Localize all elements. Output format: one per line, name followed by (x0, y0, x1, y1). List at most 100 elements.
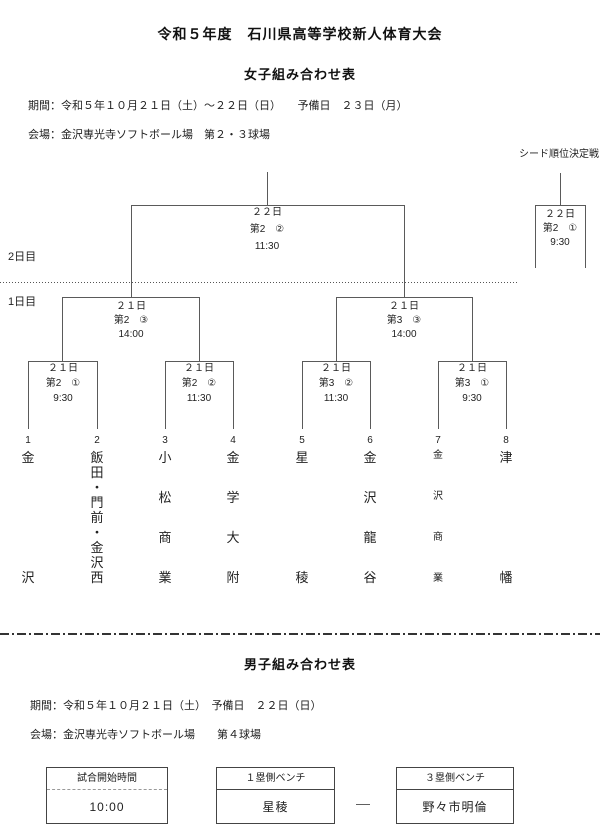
match-field: 第3 ③ (386, 315, 422, 326)
team-column-7: 7 金沢商業 (429, 434, 447, 584)
bracket-line-r1m1-left (28, 361, 29, 429)
bracket-line-r1m3-bar (302, 361, 371, 362)
bracket-line-r1m4-right (506, 361, 507, 429)
match-field: 第3 ① (454, 378, 490, 389)
match-date: ２１日 (321, 363, 351, 374)
bracket-line-r1m2-left (165, 361, 166, 429)
bracket-line-r1m1-bar (28, 361, 98, 362)
team-number: 7 (435, 435, 441, 446)
team-name: 金沢龍谷 (363, 450, 377, 585)
day1-label: 1日目 (8, 296, 37, 308)
team-number: 6 (367, 435, 373, 446)
team-number: 1 (25, 435, 31, 446)
team-column-8: 8 津幡 (497, 434, 515, 584)
team-column-5: 5 星稜 (293, 434, 311, 584)
bracket-line-final-right (404, 205, 405, 297)
bracket-line-final-connector (267, 172, 268, 205)
match-field: 第2 ③ (113, 315, 149, 326)
day-separator-line (0, 282, 518, 283)
bracket-line-r1m2-bar (165, 361, 234, 362)
match-field: 第3 ② (318, 378, 354, 389)
bracket-line-r1m2-right (233, 361, 234, 429)
start-time-value: 10:00 (89, 799, 125, 814)
match-date: ２１日 (48, 363, 78, 374)
bracket-line-seed-connector (560, 173, 561, 205)
semifinal2-box: ２１日 第3 ③ 14:00 (364, 300, 444, 342)
match-date: ２２日 (252, 207, 282, 218)
bracket-line-semi2-left (336, 297, 337, 361)
seed-match-box: ２２日 第2 ① 9:30 (525, 208, 595, 250)
page-title: 令和５年度 石川県高等学校新人体育大会 (157, 26, 443, 42)
match-time: 9:30 (550, 237, 570, 248)
bench1-team: 星稜 (262, 800, 289, 814)
match-field: 第2 ② (181, 378, 217, 389)
women-period: 期間：令和５年１０月２１日（土）～２２日（日） 予備日 ２３日（月） (28, 100, 408, 112)
team-name: 星稜 (295, 450, 309, 585)
men-subtitle: 男子組み合わせ表 (243, 657, 356, 672)
team-column-4: 4 金学大附 (224, 434, 242, 584)
bracket-line-seed-bar (535, 205, 586, 206)
bracket-line-seed-left (535, 205, 536, 268)
match-time: 11:30 (186, 393, 212, 404)
bracket-line-final-left (131, 205, 132, 297)
match-time: 14:00 (118, 329, 144, 340)
bench3-header: ３塁側ベンチ (397, 768, 513, 790)
match-field: 第2 ① (45, 378, 81, 389)
round1-match2-box: ２１日 第2 ② 11:30 (159, 361, 239, 406)
women-subtitle: 女子組み合わせ表 (243, 67, 356, 82)
team-name: 金沢商業 (433, 450, 443, 584)
bracket-line-semi2-right (472, 297, 473, 361)
match-date: ２２日 (545, 209, 575, 220)
match-time: 11:30 (254, 241, 280, 252)
bench3-team: 野々市明倫 (422, 800, 488, 814)
start-time-box: 試合開始時間 10:00 (46, 767, 168, 824)
team-number: 4 (230, 435, 236, 446)
seed-match-label: シード順位決定戦 (519, 149, 599, 160)
team-number: 3 (162, 435, 168, 446)
bench1-header: １塁側ベンチ (217, 768, 334, 790)
team-name: 津幡 (499, 450, 513, 585)
section-divider-line (0, 633, 600, 635)
bracket-line-r1m4-bar (438, 361, 507, 362)
team-column-2: 2 飯田・門前・金沢西 (88, 434, 106, 584)
match-date: ２１日 (184, 363, 214, 374)
match-date: ２１日 (457, 363, 487, 374)
match-field: 第2 ① (542, 223, 578, 234)
start-time-header: 試合開始時間 (47, 768, 167, 790)
men-venue: 会場：金沢専光寺ソフトボール場 第４球場 (30, 729, 261, 741)
match-date: ２１日 (389, 301, 419, 312)
round1-match3-box: ２１日 第3 ② 11:30 (296, 361, 376, 406)
bench3-box: ３塁側ベンチ 野々市明倫 (396, 767, 514, 824)
team-name: 小松商業 (158, 450, 172, 585)
semifinal1-box: ２１日 第2 ③ 14:00 (91, 300, 171, 342)
match-date: ２１日 (116, 301, 146, 312)
final-match-box: ２２日 第2 ② 11:30 (227, 204, 307, 255)
match-field: 第2 ② (249, 224, 285, 235)
team-column-3: 3 小松商業 (156, 434, 174, 584)
match-time: 14:00 (391, 329, 417, 340)
women-venue: 会場：金沢専光寺ソフトボール場 第２・３球場 (28, 129, 270, 141)
round1-match4-box: ２１日 第3 ① 9:30 (432, 361, 512, 406)
match-time: 9:30 (53, 393, 73, 404)
bracket-line-semi2-bar (336, 297, 473, 298)
team-name: 飯田・門前・金沢西 (90, 450, 104, 585)
team-name: 金沢 (21, 450, 35, 585)
bracket-line-seed-right (585, 205, 586, 268)
team-number: 5 (299, 435, 305, 446)
bracket-line-r1m4-left (438, 361, 439, 429)
team-number: 2 (94, 435, 100, 446)
bracket-line-final-bar (131, 205, 405, 206)
team-name: 金学大附 (226, 450, 240, 585)
men-period: 期間：令和５年１０月２１日（土） 予備日 ２２日（日） (30, 700, 322, 712)
versus-dash: ― (356, 795, 370, 811)
round1-match1-box: ２１日 第2 ① 9:30 (23, 361, 103, 406)
team-number: 8 (503, 435, 509, 446)
team-column-1: 1 金沢 (19, 434, 37, 584)
bracket-line-r1m1-right (97, 361, 98, 429)
match-time: 9:30 (462, 393, 482, 404)
bracket-line-semi1-bar (62, 297, 200, 298)
day2-label: 2日目 (8, 251, 37, 263)
match-time: 11:30 (323, 393, 349, 404)
bracket-line-semi1-left (62, 297, 63, 361)
